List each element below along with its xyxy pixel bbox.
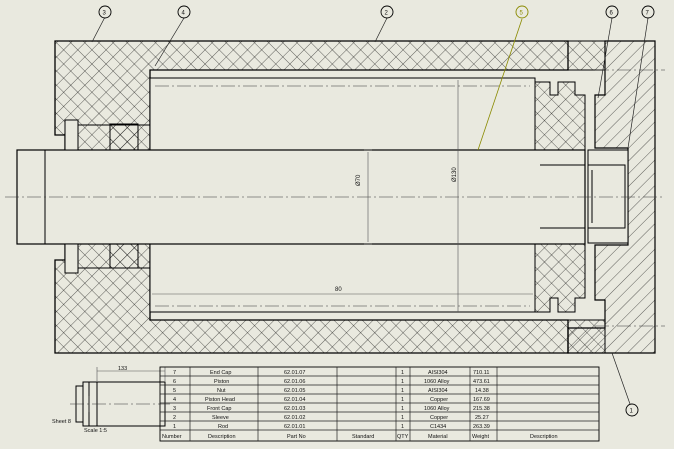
side-view-scale-label: Scale 1:5 [84,428,107,434]
svg-text:1: 1 [401,397,404,403]
stroke-dimension: 80 [335,287,342,293]
svg-text:62.01.03: 62.01.03 [284,406,305,412]
svg-text:End Cap: End Cap [210,370,231,376]
side-view: 133 Sheet 8 Scale 1:5 [52,366,170,434]
svg-text:3: 3 [103,11,107,17]
bom-row: 5 Nut 62.01.05 1 AISI304 14.38 [173,388,489,394]
svg-text:2: 2 [385,11,389,17]
balloon-part-7[interactable]: 7 [641,5,655,19]
svg-text:1: 1 [401,388,404,394]
svg-text:6: 6 [610,11,614,17]
front-seal-upper [64,119,79,151]
side-view-sheet-label: Sheet 8 [52,419,71,425]
svg-text:1: 1 [401,406,404,412]
gland-lower [109,243,139,269]
rod-diameter-dimension: Ø70 [356,174,362,186]
svg-text:1060 Alloy: 1060 Alloy [424,379,450,385]
svg-text:62.01.05: 62.01.05 [284,388,305,394]
piston-diameter-dimension: Ø130 [452,167,458,182]
svg-text:62.01.01: 62.01.01 [284,424,305,430]
svg-text:Rod: Rod [218,424,228,430]
svg-text:Nut: Nut [217,388,226,394]
end-cap-body [567,40,656,354]
svg-text:62.01.06: 62.01.06 [284,379,305,385]
svg-text:Standard: Standard [352,434,374,440]
svg-text:1: 1 [630,409,634,415]
svg-text:Description: Description [208,434,236,440]
svg-text:4: 4 [173,397,176,403]
balloon-part-1[interactable]: 1 [625,403,639,417]
svg-text:215.38: 215.38 [473,406,490,412]
gland-upper [109,123,139,151]
bom-row: 2 Sleeve 62.01.02 1 Copper 25.27 [173,415,489,421]
svg-text:C1434: C1434 [430,424,446,430]
svg-text:Part No: Part No [287,434,306,440]
svg-text:263.39: 263.39 [473,424,490,430]
bom-row: 3 Front Cap 62.01.03 1 1060 Alloy 215.38 [173,406,490,412]
svg-text:Copper: Copper [430,415,448,421]
svg-text:Number: Number [162,434,182,440]
svg-text:25.27: 25.27 [475,415,489,421]
svg-text:QTY: QTY [397,434,409,440]
front-seal-lower [64,243,79,274]
svg-text:1060 Alloy: 1060 Alloy [424,406,450,412]
balloon-part-4[interactable]: 4 [177,5,191,19]
balloon-part-6[interactable]: 6 [605,5,619,19]
svg-text:2: 2 [173,415,176,421]
svg-text:1: 1 [173,424,176,430]
balloon-part-5[interactable]: 5 [515,5,529,19]
bom-row: 4 Piston Head 62.01.04 1 Copper 167.69 [173,397,490,403]
svg-text:710.11: 710.11 [473,370,489,376]
svg-text:Sleeve: Sleeve [212,415,229,421]
svg-text:AISI304: AISI304 [428,388,448,394]
svg-text:473.61: 473.61 [473,379,490,385]
svg-text:62.01.04: 62.01.04 [284,397,305,403]
side-view-length-dimension: 133 [118,366,127,372]
svg-text:4: 4 [182,11,186,17]
bom-row: 6 Piston 62.01.06 1 1060 Alloy 473.61 [173,379,490,385]
nut [587,149,629,244]
svg-text:AISI304: AISI304 [428,370,448,376]
svg-text:167.69: 167.69 [473,397,490,403]
svg-text:Front Cap: Front Cap [207,406,231,412]
svg-text:62.01.02: 62.01.02 [284,415,305,421]
svg-text:Weight: Weight [472,434,489,440]
balloon-part-2[interactable]: 2 [380,5,394,19]
bill-of-materials: 7 End Cap 62.01.07 1 AISI304 710.11 6 Pi… [159,366,600,442]
section-view: Ø70 Ø130 80 [5,16,665,405]
svg-text:Description: Description [530,434,558,440]
svg-text:3: 3 [173,406,176,412]
svg-text:Piston: Piston [214,379,229,385]
bom-row: 1 Rod 62.01.01 1 C1434 263.39 [173,424,490,430]
svg-text:1: 1 [401,424,404,430]
svg-text:1: 1 [401,379,404,385]
svg-text:62.01.07: 62.01.07 [284,370,305,376]
svg-text:1: 1 [401,415,404,421]
svg-text:5: 5 [173,388,176,394]
svg-text:Copper: Copper [430,397,448,403]
svg-text:6: 6 [173,379,176,385]
svg-text:5: 5 [520,11,524,17]
bom-row: 7 End Cap 62.01.07 1 AISI304 710.11 [173,370,489,376]
svg-text:Material: Material [428,434,448,440]
svg-text:14.38: 14.38 [475,388,489,394]
svg-text:1: 1 [401,370,404,376]
bom-header-row: Number Description Part No Standard QTY … [162,434,558,440]
balloon-part-3[interactable]: 3 [98,5,112,19]
svg-text:7: 7 [173,370,176,376]
svg-text:Piston Head: Piston Head [205,397,235,403]
svg-text:7: 7 [646,11,650,17]
